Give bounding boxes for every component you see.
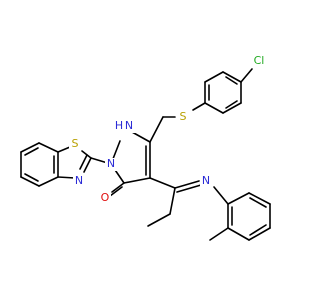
nh-atom: H N bbox=[114, 119, 136, 133]
imine-nitrogen-label: N bbox=[202, 174, 210, 187]
thioether-sulfur-atom: S bbox=[177, 109, 189, 123]
chlorine-atom: Cl bbox=[251, 54, 267, 68]
bond bbox=[174, 180, 200, 189]
bond bbox=[83, 157, 92, 173]
bond bbox=[249, 224, 267, 236]
atom-labels: Cl S H N N S N O N bbox=[69, 54, 267, 205]
bond bbox=[209, 227, 229, 241]
bond bbox=[79, 154, 88, 170]
bond bbox=[240, 68, 253, 83]
bond bbox=[176, 184, 202, 193]
bond bbox=[131, 131, 151, 143]
bond bbox=[123, 177, 151, 184]
bond bbox=[227, 192, 250, 205]
bond bbox=[227, 227, 250, 241]
bond bbox=[204, 71, 224, 83]
bond bbox=[213, 186, 229, 205]
bond bbox=[147, 213, 171, 227]
thiazole-sulfur-atom: S bbox=[69, 137, 81, 151]
ring-nitrogen-atom: N bbox=[105, 157, 117, 171]
ring-nitrogen-label: N bbox=[107, 157, 115, 170]
bond bbox=[38, 142, 59, 153]
thiazole-sulfur-label: S bbox=[72, 137, 79, 150]
thiazole-nitrogen-atom: N bbox=[73, 174, 85, 188]
bond bbox=[248, 227, 271, 241]
bond bbox=[109, 186, 123, 197]
bond bbox=[149, 116, 164, 143]
bond bbox=[20, 142, 40, 153]
bond bbox=[222, 102, 242, 114]
bond bbox=[225, 100, 238, 109]
nh-nitrogen-label: N bbox=[125, 119, 133, 132]
bond bbox=[24, 173, 39, 182]
thiazole-nitrogen-label: N bbox=[75, 174, 83, 187]
bond bbox=[225, 76, 238, 85]
bonds bbox=[20, 68, 271, 241]
bond bbox=[149, 177, 176, 189]
bond bbox=[57, 176, 76, 179]
bond bbox=[169, 187, 176, 215]
imine-nitrogen-atom: N bbox=[200, 174, 213, 188]
bond bbox=[192, 102, 206, 111]
bond bbox=[249, 197, 267, 208]
chlorine-label: Cl bbox=[254, 54, 265, 67]
oxygen-atom: O bbox=[99, 191, 111, 205]
bond bbox=[111, 182, 125, 193]
bond bbox=[24, 147, 39, 156]
thioether-sulfur-label: S bbox=[180, 110, 187, 123]
bond bbox=[204, 102, 224, 114]
bond bbox=[57, 146, 71, 153]
chemical-structure-diagram: Cl S H N N S N O N bbox=[20, 54, 271, 241]
bond bbox=[248, 192, 271, 205]
oxygen-label: O bbox=[101, 191, 110, 204]
bond bbox=[38, 176, 59, 187]
nh-hydrogen-label: H bbox=[115, 119, 123, 132]
bond bbox=[222, 71, 242, 83]
bond bbox=[20, 176, 40, 187]
